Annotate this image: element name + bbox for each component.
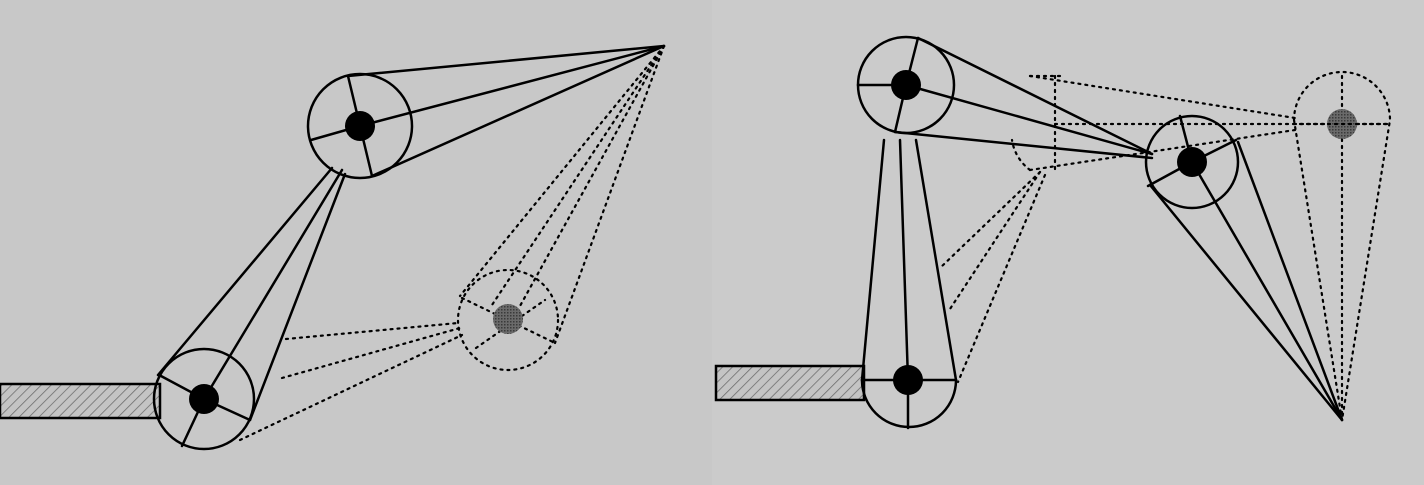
right-ground-base <box>714 364 866 402</box>
left-lower-link <box>152 166 347 451</box>
left-upper-joint <box>345 111 375 141</box>
right-upper-link <box>856 35 1154 160</box>
right-end-link <box>1144 114 1344 422</box>
left-ghost-link <box>238 44 666 442</box>
right-linkage <box>714 35 1392 430</box>
right-panel <box>712 0 1424 485</box>
left-upper-link <box>306 44 666 180</box>
right-end-joint <box>1177 147 1207 177</box>
left-linkage <box>0 44 666 451</box>
right-lower-link <box>860 138 958 430</box>
left-lower-joint <box>189 384 219 414</box>
right-ghost-links <box>938 70 1392 422</box>
right-lower-joint <box>893 365 923 395</box>
left-ground-base <box>0 382 162 420</box>
right-upper-joint <box>891 70 921 100</box>
left-ghost-joint <box>493 304 523 334</box>
